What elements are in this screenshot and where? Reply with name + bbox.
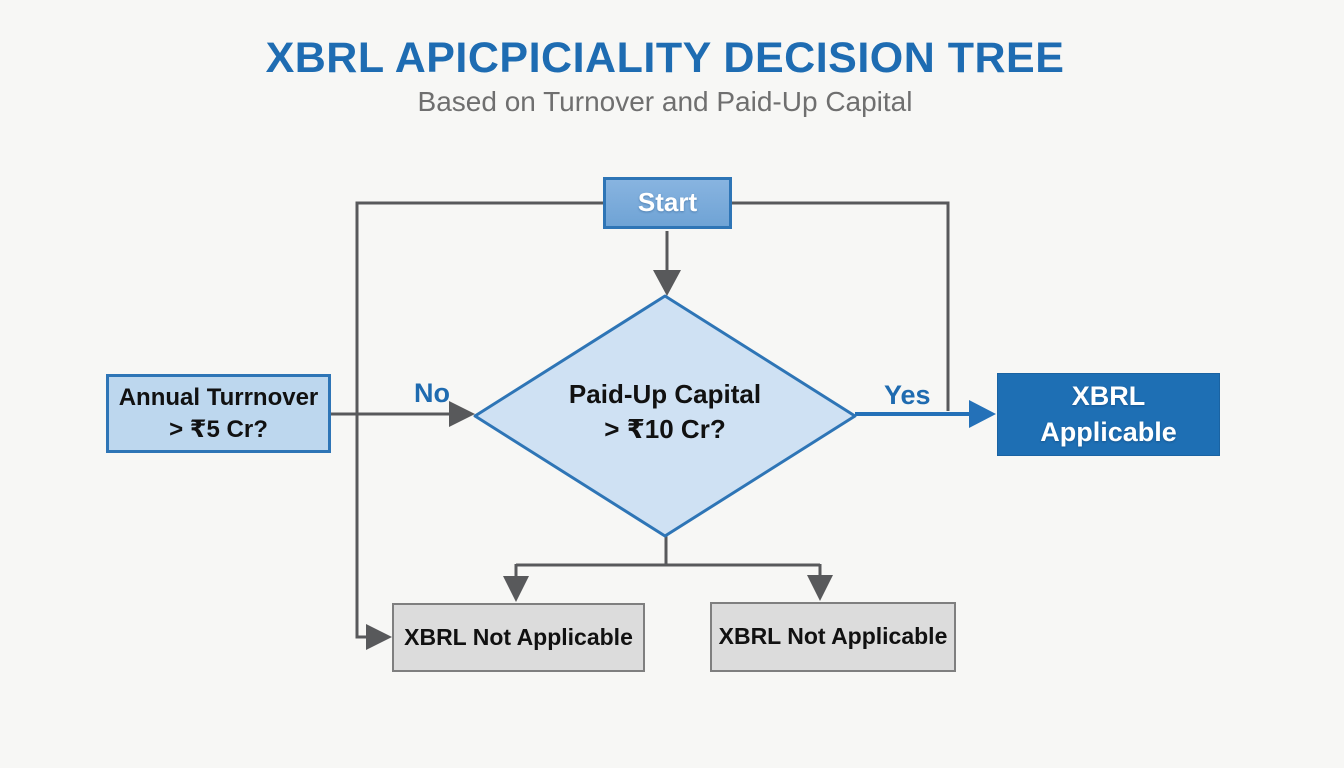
page-subtitle: Based on Turnover and Paid-Up Capital <box>417 86 913 117</box>
node-decision-label: Paid-Up Capital > ₹10 Cr? <box>515 377 815 447</box>
arrowhead-into-notapp-left-top <box>503 576 529 602</box>
arrowhead-into-decision-top <box>653 270 681 296</box>
arrowhead-into-notapp-right-top <box>807 575 833 601</box>
annual-turnover-line1: Annual Turrnover <box>118 384 319 412</box>
edge-label-yes: Yes <box>884 380 931 410</box>
xbrl-not-applicable-left-label: XBRL Not Applicable <box>404 623 633 650</box>
xbrl-applicable-line1: XBRL <box>1071 381 1146 412</box>
decision-diamond-shape <box>473 294 857 538</box>
edge-decision-bottom-split <box>514 536 822 577</box>
node-annual-turnover: Annual Turrnover > ₹5 Cr? <box>106 374 331 453</box>
page-title: XBRL APICPICIALITY DECISION TREE <box>265 34 1065 82</box>
edge-start-right-route <box>732 201 950 411</box>
node-xbrl-not-applicable-left: XBRL Not Applicable <box>392 603 645 672</box>
arrowhead-no-into-decision <box>449 401 475 427</box>
node-xbrl-not-applicable-right: XBRL Not Applicable <box>710 602 956 672</box>
node-xbrl-applicable: XBRL Applicable <box>997 373 1220 456</box>
xbrl-applicable-line2: Applicable <box>1040 416 1177 447</box>
decision-line2: > ₹10 Cr? <box>604 414 726 445</box>
arrowhead-into-notapp-left-side <box>366 624 392 650</box>
decision-line1: Paid-Up Capital <box>568 379 762 409</box>
edge-label-no: No <box>414 378 450 408</box>
arrowhead-yes-into-applicable <box>969 400 996 428</box>
start-label: Start <box>637 187 698 218</box>
annual-turnover-line2: > ₹5 Cr? <box>169 415 268 443</box>
edge-start-left-route <box>355 201 603 639</box>
node-start: Start <box>603 177 732 229</box>
xbrl-not-applicable-right-label: XBRL Not Applicable <box>718 623 948 650</box>
